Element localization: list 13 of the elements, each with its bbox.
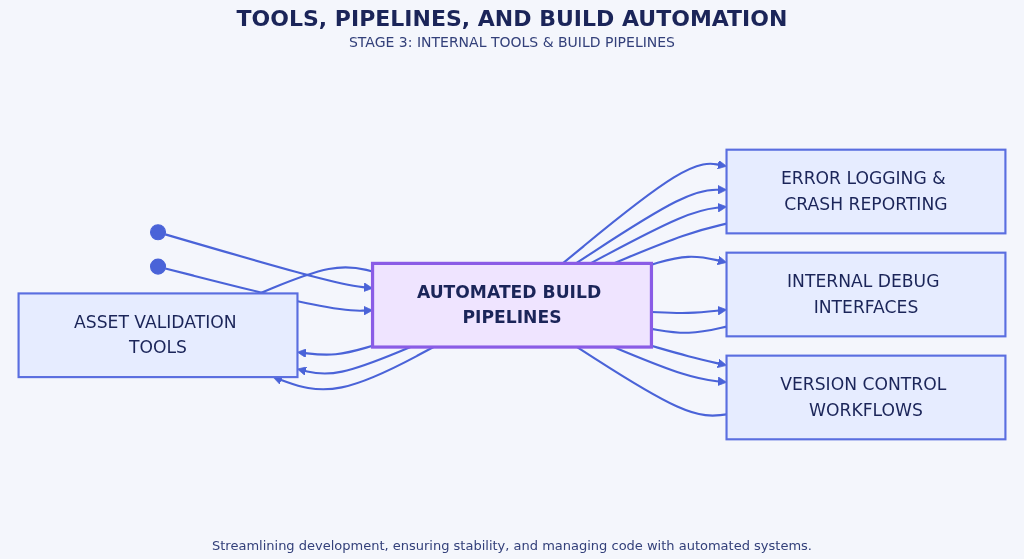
arrow	[562, 160, 727, 265]
node-box: VERSION CONTROL WORKFLOWS	[725, 354, 1007, 441]
arrow	[575, 185, 727, 265]
caption: Streamlining development, ensuring stability, and managing code with automated systems.	[212, 538, 812, 553]
node-box: ERROR LOGGING & CRASH REPORTING	[725, 148, 1007, 235]
node-box: ASSET VALIDATION TOOLS	[17, 292, 299, 379]
node-box: AUTOMATED BUILD PIPELINES	[370, 261, 654, 349]
subtitle: STAGE 3: INTERNAL TOOLS & BUILD PIPELINES	[349, 34, 675, 50]
arrow	[651, 344, 727, 369]
node-box: INTERNAL DEBUG INTERFACES	[725, 251, 1007, 338]
title: TOOLS, PIPELINES, AND BUILD AUTOMATION	[236, 6, 788, 31]
arrow	[651, 255, 727, 266]
connector	[576, 346, 727, 417]
